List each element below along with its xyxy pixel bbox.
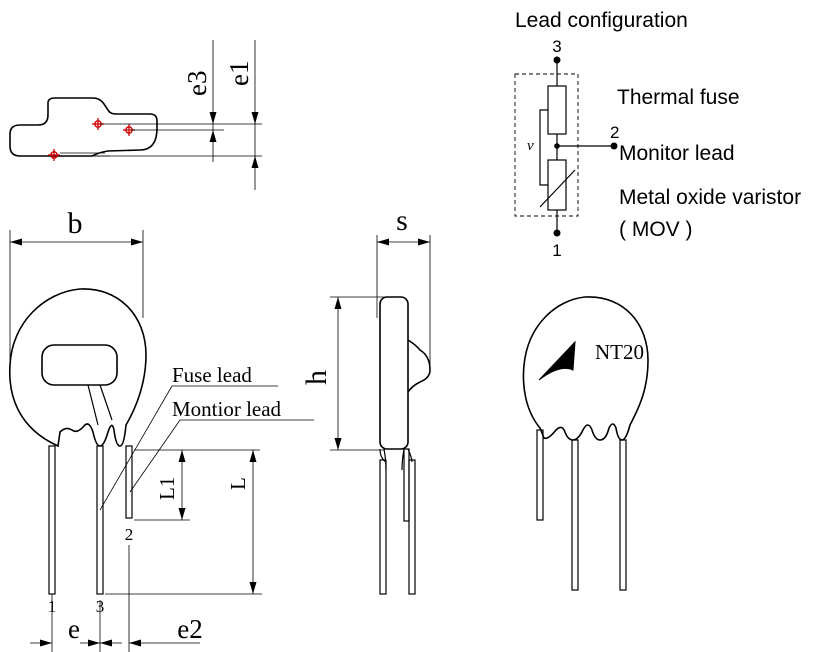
arrowhead <box>178 450 186 462</box>
label-thermal-fuse: Thermal fuse <box>617 86 740 109</box>
dim-label-e1: e1 <box>224 61 254 86</box>
dim-label-s: s <box>396 204 408 237</box>
lead-1 <box>48 445 56 595</box>
lead-center-marker <box>48 149 60 161</box>
arrowhead <box>334 438 342 450</box>
arrowhead <box>88 639 100 647</box>
lead-number-2: 2 <box>125 525 134 544</box>
pin-label-2: 2 <box>610 123 619 142</box>
side-body <box>379 296 409 450</box>
dim-label-L1: L1 <box>155 477 179 500</box>
side-coating <box>407 339 431 393</box>
schematic-title: Lead configuration <box>515 9 688 32</box>
disc-body <box>8 288 147 448</box>
disc-window <box>41 344 118 386</box>
v-symbol: v <box>527 138 534 154</box>
lead-3 <box>96 445 104 595</box>
dim-label-e3: e3 <box>182 71 212 96</box>
dim-label-e: e <box>68 614 80 644</box>
pin-label-3: 3 <box>552 37 561 56</box>
mov-slash <box>539 169 576 208</box>
arrowhead <box>10 238 22 246</box>
marked-lead-left <box>536 429 544 521</box>
marked-disc-body <box>522 296 649 441</box>
arrowhead <box>249 450 257 462</box>
arrowhead <box>249 582 257 594</box>
label-mov-line1: Metal oxide varistor <box>619 186 801 209</box>
lead-2 <box>125 445 133 519</box>
marked-lead-right <box>619 439 627 591</box>
top-view-outline <box>9 97 158 157</box>
label-monitor-lead: Monitor lead <box>619 142 735 165</box>
arrowhead <box>209 112 217 124</box>
thermal-fuse-symbol <box>547 85 567 135</box>
arrowhead <box>40 639 52 647</box>
brand-logo <box>538 340 576 381</box>
schematic-boundary <box>514 73 579 217</box>
dim-label-h: h <box>300 370 333 385</box>
arrowhead <box>251 112 259 124</box>
callout-monitor-lead: Montior lead <box>172 397 282 421</box>
marked-lead-middle <box>571 439 579 591</box>
side-lead <box>403 448 410 522</box>
pin-2-terminal <box>610 142 618 150</box>
arrowhead <box>209 130 217 142</box>
callout-fuse-lead: Fuse lead <box>172 363 252 387</box>
thermal-coupling-line <box>539 109 548 186</box>
front-view: b 1 3 2 Fuse lead Montior lead L1 L <box>8 207 314 652</box>
dim-label-b: b <box>68 207 83 240</box>
internal-lead <box>87 384 113 426</box>
arrowhead <box>334 297 342 309</box>
mov-symbol <box>547 159 567 211</box>
marked-view: NT20 <box>522 296 649 591</box>
lead-configuration-schematic: Lead configuration 3 2 v 1 Thermal fuse … <box>514 9 801 260</box>
top-view: e3 e1 <box>9 40 262 190</box>
leader-line <box>99 385 173 511</box>
side-meniscus <box>383 448 405 471</box>
side-view: s h <box>300 204 431 595</box>
label-mov-line2: ( MOV ) <box>619 218 693 241</box>
arrowhead <box>131 238 143 246</box>
arrowhead <box>129 639 141 647</box>
side-lead <box>408 459 416 595</box>
dim-label-L: L <box>226 477 250 490</box>
arrowhead <box>251 156 259 168</box>
leader-line <box>129 419 181 493</box>
arrowhead <box>377 238 389 246</box>
pin-label-1: 1 <box>552 241 561 260</box>
pin-1-terminal <box>553 229 561 237</box>
dim-label-e2: e2 <box>177 614 202 644</box>
arrowhead <box>178 508 186 520</box>
side-lead <box>379 459 387 595</box>
arrowhead <box>418 238 430 246</box>
arrowhead <box>100 639 112 647</box>
part-code-marking: NT20 <box>595 340 644 364</box>
